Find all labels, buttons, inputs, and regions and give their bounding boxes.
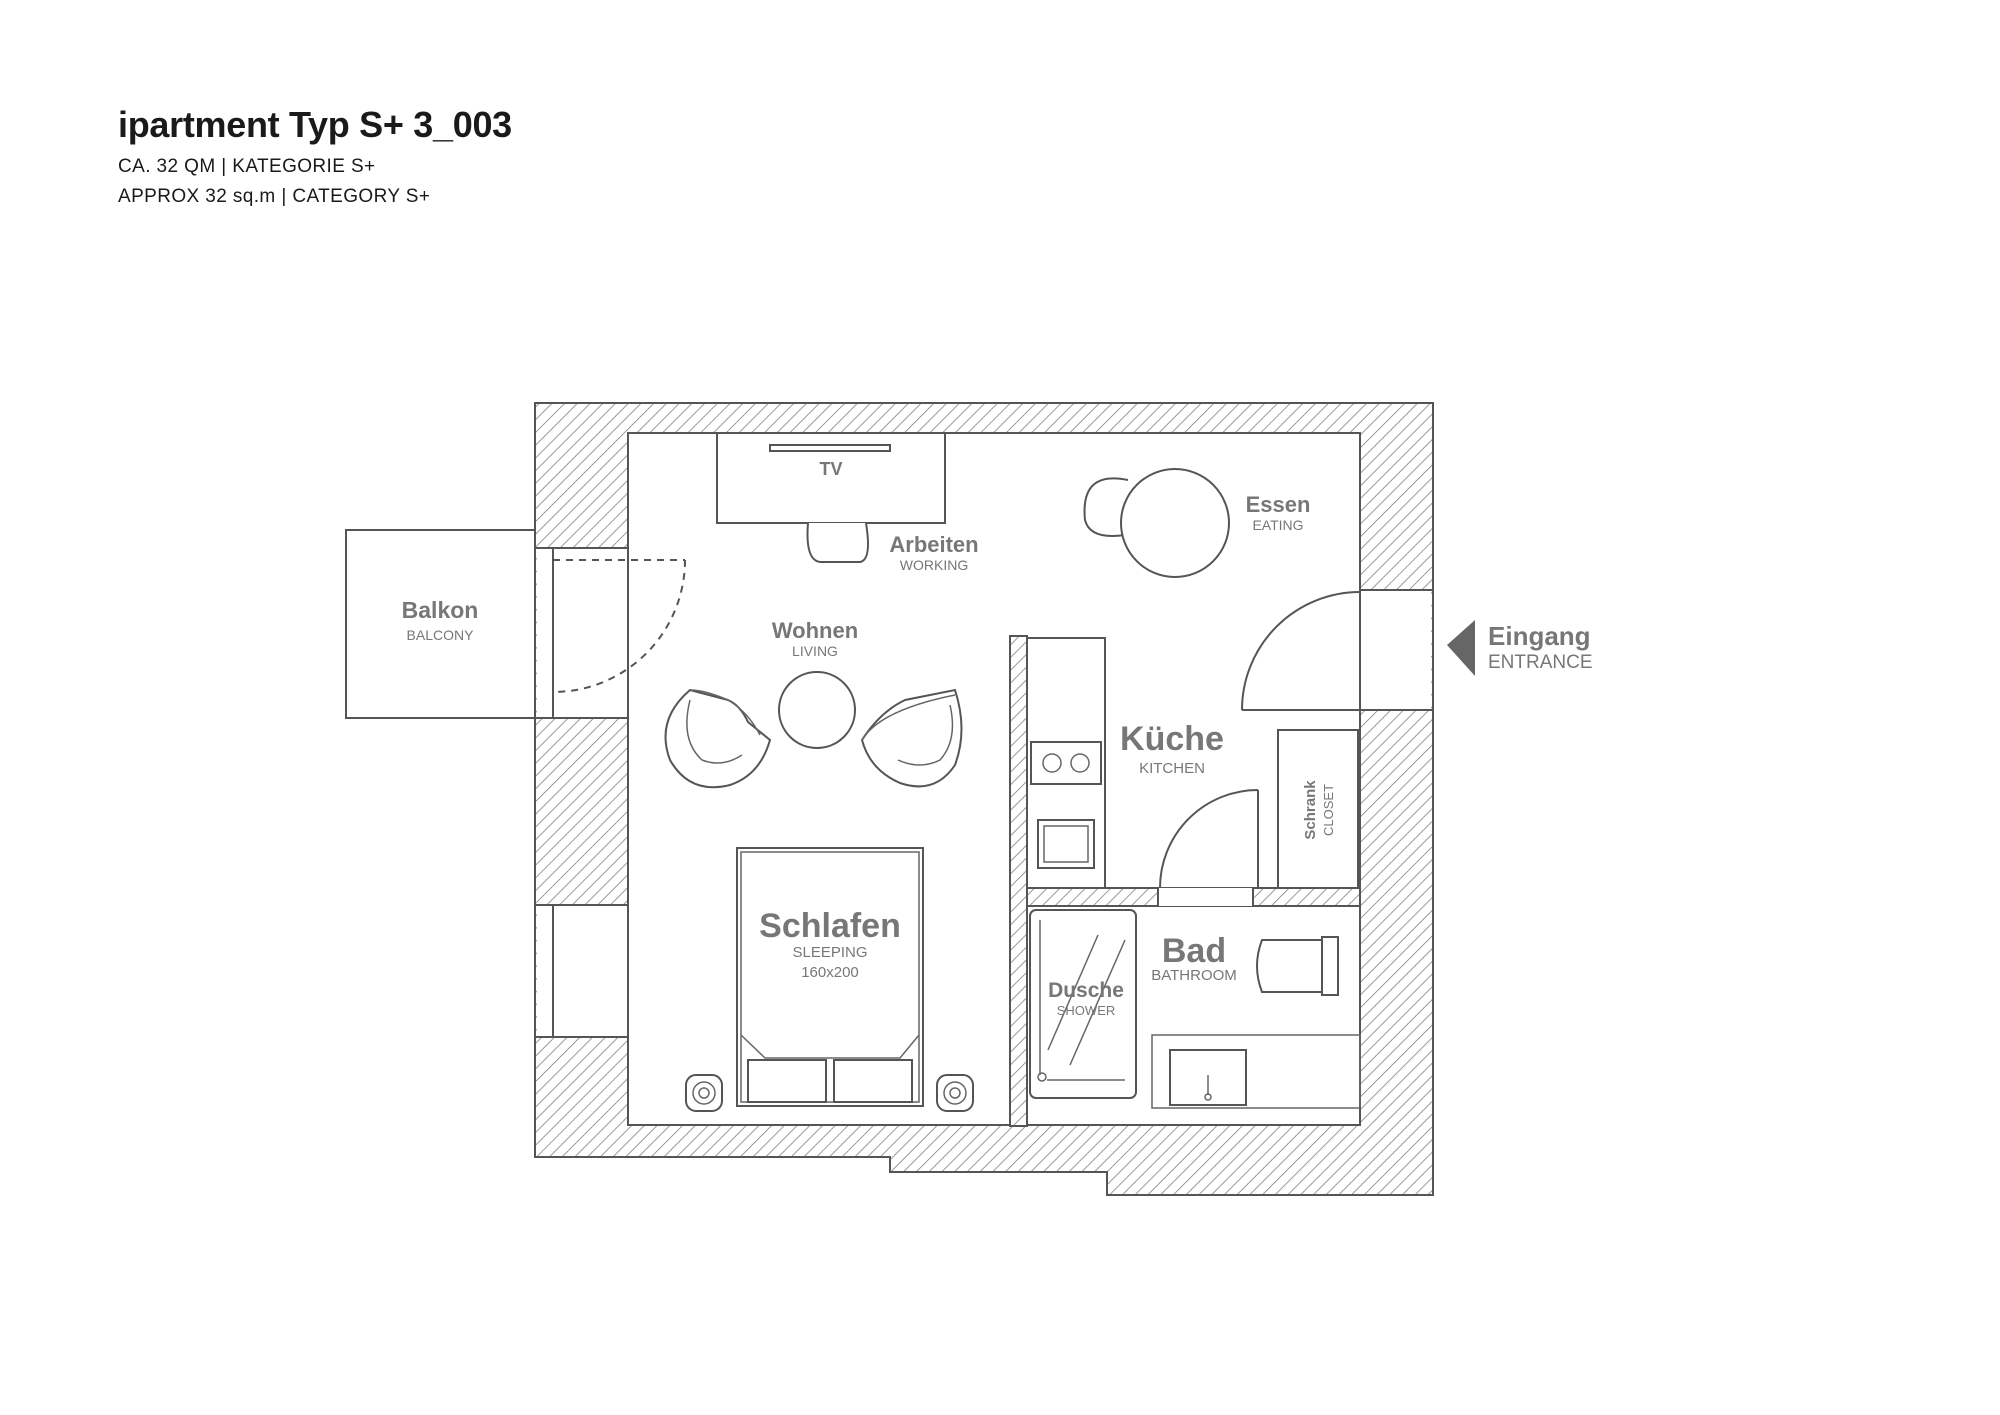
kitchen-sublabel: KITCHEN [1139,760,1205,777]
plan-title: ipartment Typ S+ 3_003 [118,104,512,145]
vanity-counter [1151,1034,1361,1109]
entrance-sublabel: ENTRANCE [1488,652,1593,673]
kitchen-label: Küche [1120,720,1224,758]
living-label: Wohnen [772,618,858,643]
bathroom-label: Bad [1162,932,1226,970]
shower-sublabel: SHOWER [1057,1003,1116,1018]
pillow-left [747,1059,827,1103]
tv-screen [769,444,891,452]
eating-label: Essen [1246,492,1311,517]
lounge-chair-left [664,688,772,789]
toilet [1256,936,1339,996]
balcony-door-swing [552,559,686,693]
working-sublabel: WORKING [900,557,968,573]
plan-header: ipartment Typ S+ 3_003 CA. 32 QM | KATEG… [118,104,512,216]
bed-duvet-edge [740,1034,920,1059]
closet-label: Schrank [1302,780,1319,840]
bathroom-sublabel: BATHROOM [1151,967,1237,984]
sleeping-sublabel: SLEEPING [792,944,867,961]
sleeping-label: Schlafen [759,907,901,945]
entrance-arrow-icon [1447,620,1475,676]
bathroom-door-opening [1158,888,1253,906]
shower-drain-icon [1037,1072,1047,1082]
kitchen-sink-basin [1043,825,1089,863]
entrance-door-swing [1241,591,1361,711]
entrance-opening [1361,590,1431,710]
coffee-table [778,671,856,749]
bed-size-label: 160x200 [801,964,859,981]
balcony-door-opening [537,548,627,718]
partition-wall-kitchen [1009,635,1028,1127]
bathroom-door-swing [1159,789,1259,889]
living-sublabel: LIVING [792,643,838,659]
area-line-english: APPROX 32 sq.m | CATEGORY S+ [118,186,431,207]
dining-chair [1083,477,1129,537]
balcony-label: Balkon [402,597,479,623]
closet [1277,729,1359,889]
dining-table [1120,468,1230,578]
wash-basin [1169,1049,1247,1106]
cooktop [1030,741,1102,785]
shower-tray [1029,909,1137,1099]
balcony-area [345,529,536,719]
pillow-right [833,1059,913,1103]
tv-label: TV [819,459,842,479]
shower-label: Dusche [1048,979,1124,1002]
bedside-lamp-right-icon [936,1074,974,1112]
working-label: Arbeiten [889,532,978,557]
bedside-lamp-left-icon [685,1074,723,1112]
burner-1-icon [1042,753,1062,773]
desk-chair [806,522,869,563]
lounge-chair-right [860,688,963,788]
balcony-sublabel: BALCONY [407,627,475,643]
eating-sublabel: EATING [1252,517,1303,533]
area-line-german: CA. 32 QM | KATEGORIE S+ [118,156,376,177]
kitchen-sink [1037,819,1095,869]
burner-2-icon [1070,753,1090,773]
closet-sublabel: CLOSET [1321,784,1336,836]
west-window-opening [537,905,627,1037]
bed [736,847,924,1107]
entrance-label: Eingang [1488,621,1591,651]
